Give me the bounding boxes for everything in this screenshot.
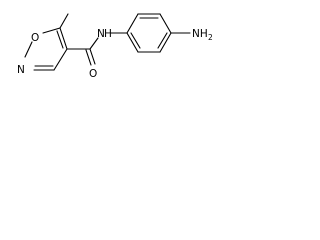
carbonyl-oxygen-label: O [89, 68, 97, 80]
isoxazole-oxygen-label: O [31, 32, 39, 44]
bond-carbonyl-nitrogen [89, 37, 99, 50]
ring-double-2 [157, 32, 168, 49]
isoxazole-nitrogen-label: N [17, 64, 25, 76]
bond-c3-c4 [53, 48, 68, 71]
ring-bond-6 [126, 32, 139, 53]
amide-hydrogen-label: H [104, 28, 112, 40]
ring-bond-3 [159, 13, 172, 34]
methyl-bond [59, 13, 69, 29]
bond-c4-c5 [59, 27, 68, 50]
ring-bond-4 [159, 32, 172, 53]
isoxazole-ring [24, 27, 68, 71]
ring-double-3 [130, 32, 141, 49]
bond-c4-c5-double [56, 30, 64, 49]
ring-bond-1 [126, 13, 139, 34]
amide-group [66, 32, 128, 66]
benzene-ring [126, 13, 172, 53]
bond-carbonyl-oxygen-double [85, 49, 92, 66]
amino-nitrogen-label: NH [192, 28, 208, 40]
bond-c5-o1 [42, 27, 61, 34]
bond-o1-n2 [24, 41, 33, 58]
amide-nitrogen-label: N [97, 28, 105, 40]
bond-carbonyl-oxygen [89, 48, 96, 65]
molecule-diagram: O N N H O NH 2 [17, 13, 213, 80]
amino-subscript-label: 2 [208, 33, 213, 42]
